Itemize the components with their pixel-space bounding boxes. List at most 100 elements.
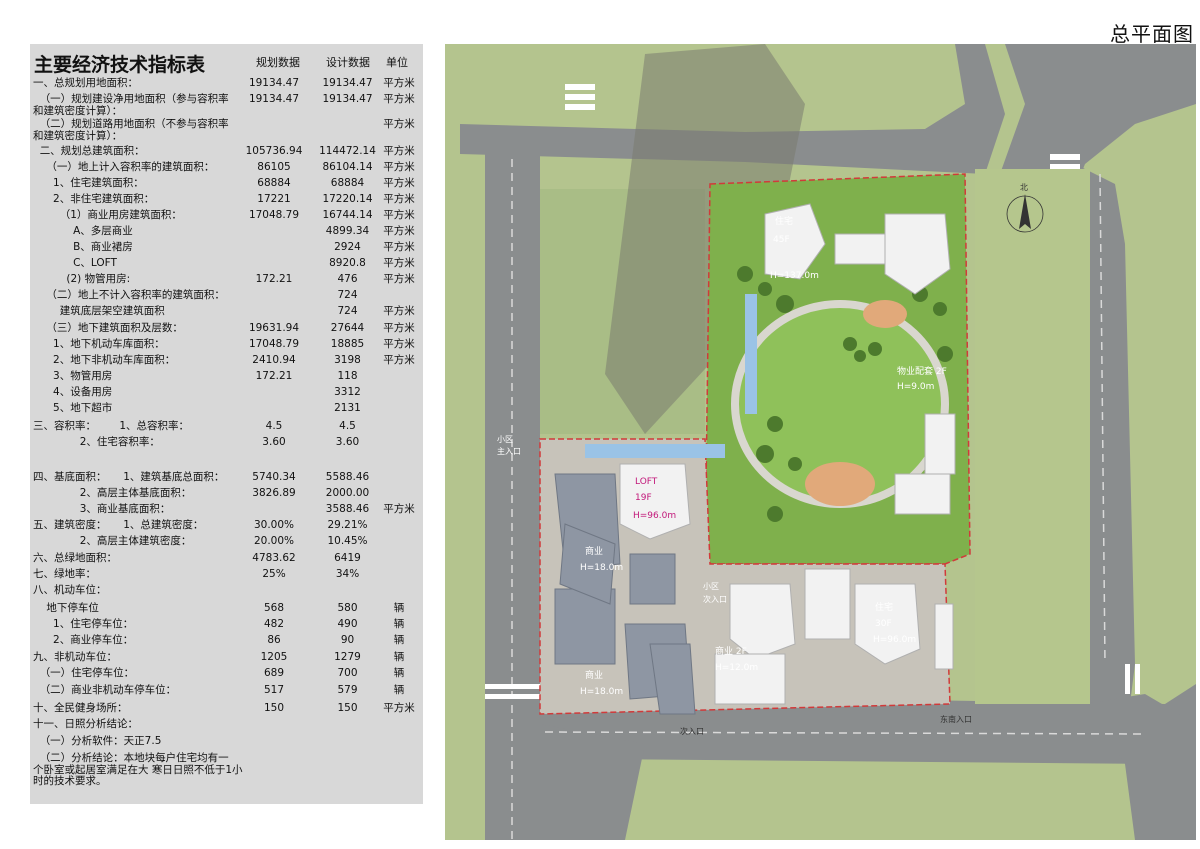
cell-design: 490 bbox=[337, 618, 358, 630]
cell-unit: 平方米 bbox=[383, 161, 415, 173]
cell-label: （一）规划建设净用地面积（参与容积率 和建筑密度计算）： bbox=[33, 93, 229, 117]
cell-design: 29.21% bbox=[327, 519, 368, 531]
cell-design: 3312 bbox=[334, 386, 361, 398]
label-property-2: H=9.0m bbox=[897, 382, 934, 392]
cell-label: 2、商业停车位： bbox=[33, 634, 134, 646]
cell-label: （1）商业用房建筑面积： bbox=[33, 209, 182, 221]
cell-label: （三）地下建筑面积及层数： bbox=[33, 322, 183, 334]
cell-plan: 4783.62 bbox=[252, 552, 296, 564]
cell-design: 2131 bbox=[334, 402, 361, 414]
cell-label: 3、物管用房 bbox=[33, 370, 113, 382]
cell-design: 114472.14 bbox=[319, 145, 376, 157]
cell-label: 2、非住宅建筑面积： bbox=[33, 193, 155, 205]
cell-label: （一）分析软件：天正7.5 bbox=[33, 735, 162, 747]
crosswalks bbox=[485, 84, 1140, 699]
cell-design: 724 bbox=[337, 305, 358, 317]
cell-unit: 辆 bbox=[393, 684, 405, 696]
cell-plan: 568 bbox=[263, 602, 285, 614]
cell-unit: 平方米 bbox=[383, 322, 415, 334]
label-commerce-w1-2: H=18.0m bbox=[580, 563, 623, 573]
plaza-south bbox=[805, 462, 875, 506]
plan-labels: 住宅 45F H=137.0m 物业配套 2F H=9.0m LOFT 19F … bbox=[497, 183, 1028, 736]
label-tower-north-2: 45F bbox=[773, 235, 790, 245]
cell-label: B、商业裙房 bbox=[33, 241, 133, 253]
cell-unit: 平方米 bbox=[383, 503, 415, 515]
cell-label: 十一、日照分析结论： bbox=[33, 718, 138, 730]
label-tower-se-1: 住宅 bbox=[875, 601, 893, 613]
label-property-1: 物业配套 2F bbox=[897, 365, 947, 377]
cell-unit: 平方米 bbox=[383, 257, 415, 269]
cell-plan: 20.00% bbox=[253, 535, 295, 547]
cell-label: 建筑底层架空建筑面积 bbox=[33, 305, 165, 317]
label-north: 北 bbox=[1020, 183, 1028, 192]
label-tower-se-2: 30F bbox=[875, 619, 892, 629]
cell-label: 六、总绿地面积： bbox=[33, 552, 117, 564]
cell-unit: 平方米 bbox=[383, 177, 415, 189]
cell-unit: 平方米 bbox=[383, 338, 415, 350]
buildings bbox=[619, 203, 956, 705]
cell-plan: 3826.89 bbox=[252, 487, 296, 499]
cell-design: 16744.14 bbox=[322, 209, 373, 221]
plaza-north bbox=[863, 300, 907, 328]
cell-unit: 平方米 bbox=[383, 193, 415, 205]
label-entrance-east: 东南入口 bbox=[940, 714, 972, 724]
green-lot-east bbox=[975, 169, 1090, 704]
cell-plan: 2410.94 bbox=[252, 354, 296, 366]
cell-plan: 30.00% bbox=[253, 519, 295, 531]
cell-label: （二）地上不计入容积率的建筑面积： bbox=[33, 289, 225, 301]
cell-unit: 辆 bbox=[393, 651, 405, 663]
cell-plan: 19631.94 bbox=[248, 322, 300, 334]
header-plan: 规划数据 bbox=[256, 56, 300, 69]
cell-unit: 平方米 bbox=[383, 702, 415, 714]
cell-label: (2) 物管用房: bbox=[33, 273, 131, 285]
cell-plan: 68884 bbox=[257, 177, 291, 189]
label-loft-3: H=96.0m bbox=[633, 511, 676, 521]
cell-label: 地下停车位 bbox=[33, 602, 99, 614]
cell-label: 1、地下机动车库面积： bbox=[33, 338, 165, 350]
cell-design: 476 bbox=[337, 273, 358, 285]
cell-plan: 517 bbox=[263, 684, 285, 696]
cell-design: 118 bbox=[337, 370, 358, 382]
cell-label: 四、基底面积： 1、建筑基底总面积： bbox=[33, 471, 225, 483]
cell-unit: 平方米 bbox=[383, 145, 415, 157]
cell-unit: 平方米 bbox=[383, 305, 415, 317]
label-tower-north-3: H=137.0m bbox=[770, 271, 819, 281]
cell-label: 九、非机动车位： bbox=[33, 651, 117, 663]
cell-design: 700 bbox=[337, 667, 358, 679]
cell-label: 2、高层主体建筑密度： bbox=[33, 535, 192, 547]
road-centerlines bbox=[511, 159, 1146, 840]
label-commerce-w2-1: 商业 bbox=[585, 669, 603, 681]
cell-design: 150 bbox=[337, 702, 358, 714]
cell-label: A、多层商业 bbox=[33, 225, 133, 237]
cell-design: 90 bbox=[340, 634, 355, 646]
cell-design: 34% bbox=[335, 568, 360, 580]
label-tower-north-1: 住宅 bbox=[775, 215, 793, 227]
page-title: 总平面图 bbox=[1110, 22, 1194, 46]
cell-plan: 4.5 bbox=[265, 420, 283, 432]
cell-design: 1279 bbox=[334, 651, 361, 663]
cell-design: 19134.47 bbox=[322, 93, 373, 105]
water-strip bbox=[745, 294, 757, 414]
cell-label: 二、规划总建筑面积： bbox=[33, 145, 145, 157]
cell-unit: 平方米 bbox=[383, 118, 415, 130]
cell-unit: 辆 bbox=[393, 634, 405, 646]
cell-plan: 17048.79 bbox=[248, 338, 300, 350]
cell-label: 七、绿地率： bbox=[33, 568, 96, 580]
cell-design: 10.45% bbox=[327, 535, 368, 547]
cell-design: 5588.46 bbox=[325, 471, 370, 483]
label-commerce-w2-2: H=18.0m bbox=[580, 687, 623, 697]
site-plan: 住宅 45F H=137.0m 物业配套 2F H=9.0m LOFT 19F … bbox=[445, 44, 1196, 840]
cell-unit: 平方米 bbox=[383, 225, 415, 237]
cell-design: 6419 bbox=[334, 552, 361, 564]
cell-design: 19134.47 bbox=[322, 77, 373, 89]
cell-unit: 平方米 bbox=[383, 209, 415, 221]
cell-design: 2000.00 bbox=[325, 487, 370, 499]
cell-plan: 86 bbox=[267, 634, 281, 646]
label-tower-se-3: H=96.0m bbox=[873, 635, 916, 645]
cell-plan: 150 bbox=[263, 702, 285, 714]
label-loft-2: 19F bbox=[635, 493, 652, 503]
cell-plan: 17221 bbox=[257, 193, 291, 205]
cell-label: 五、建筑密度： 1、总建筑密度： bbox=[33, 519, 204, 531]
label-commerce-mid-2: H=12.0m bbox=[715, 663, 758, 673]
cell-plan: 25% bbox=[262, 568, 286, 580]
